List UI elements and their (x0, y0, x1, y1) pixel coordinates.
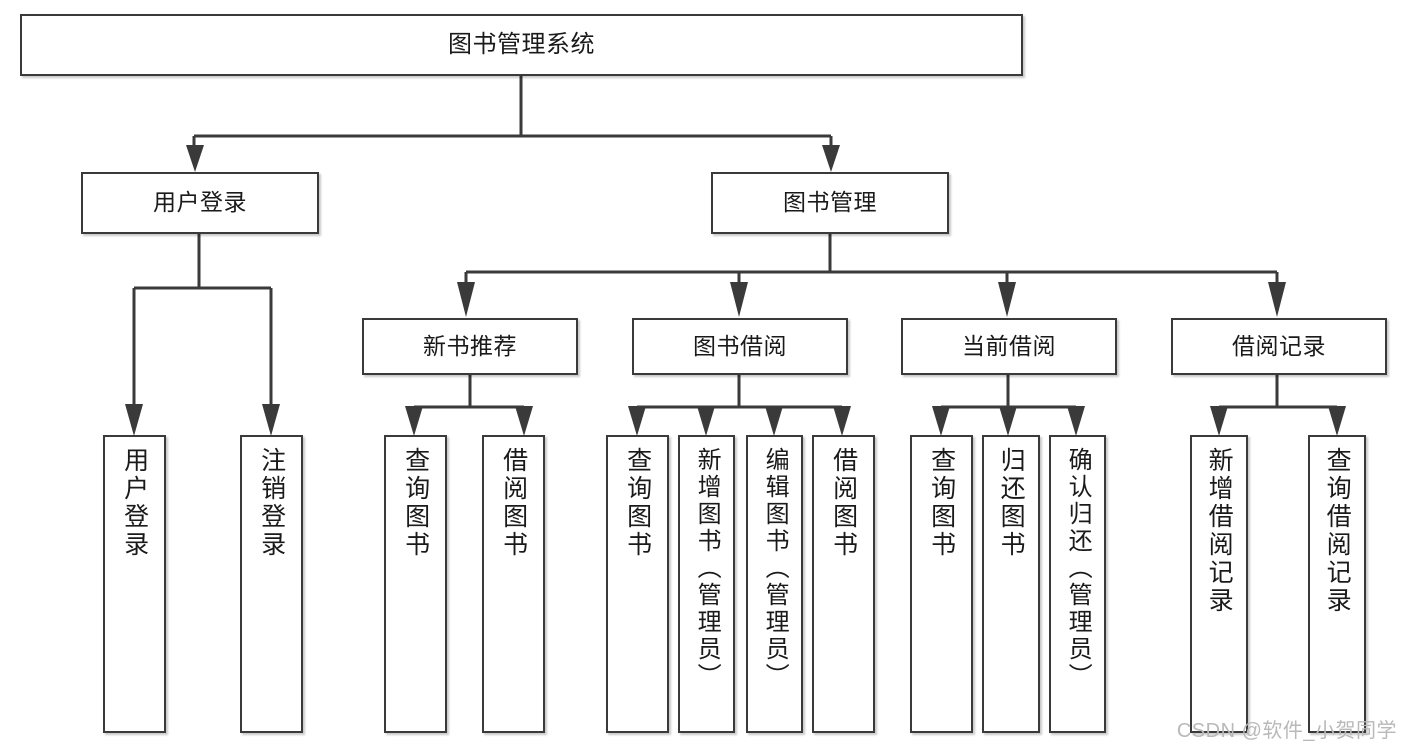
node-label: 图书管理系统 (448, 30, 595, 58)
leaf-query-borrow-record[interactable]: 查询借阅记录 (1308, 435, 1366, 733)
watermark-text: CSDN @软件_小贺同学 (1176, 720, 1397, 742)
leaf-query-book-borrow[interactable]: 查询图书 (606, 435, 669, 733)
leaf-borrow-book-new-recommend[interactable]: 借阅图书 (482, 435, 545, 733)
leaf-borrow-book-borrow[interactable]: 借阅图书 (812, 435, 875, 733)
node-label: 查询图书 (401, 447, 430, 559)
node-new-book-recommend[interactable]: 新书推荐 (362, 318, 578, 375)
leaf-query-book-new-recommend[interactable]: 查询图书 (384, 435, 447, 733)
node-label: 新增借阅记录 (1205, 447, 1234, 615)
node-label: 新增图书（管理员） (693, 447, 721, 690)
node-label: 归还图书 (997, 447, 1026, 559)
node-label: 编辑图书（管理员） (761, 447, 789, 690)
node-root-book-management-system[interactable]: 图书管理系统 (20, 14, 1023, 76)
node-label: 查询借阅记录 (1323, 447, 1352, 615)
node-label: 新书推荐 (423, 332, 517, 359)
node-label: 注销登录 (257, 447, 286, 559)
node-book-borrow[interactable]: 图书借阅 (632, 318, 848, 375)
leaf-return-book[interactable]: 归还图书 (982, 435, 1040, 733)
node-user-login[interactable]: 用户登录 (81, 172, 319, 234)
leaf-edit-book-admin[interactable]: 编辑图书（管理员） (746, 435, 803, 733)
leaf-add-book-admin[interactable]: 新增图书（管理员） (678, 435, 735, 733)
leaf-add-borrow-record[interactable]: 新增借阅记录 (1190, 435, 1248, 733)
node-label: 借阅图书 (499, 447, 528, 559)
leaf-query-book-current[interactable]: 查询图书 (910, 435, 973, 733)
node-label: 查询图书 (927, 447, 956, 559)
node-label: 借阅图书 (829, 447, 858, 559)
node-label: 用户登录 (120, 447, 149, 559)
node-label: 用户登录 (153, 189, 247, 216)
leaf-confirm-return-admin[interactable]: 确认归还（管理员） (1049, 435, 1106, 733)
node-current-borrow[interactable]: 当前借阅 (901, 318, 1117, 375)
node-label: 图书管理 (783, 189, 877, 216)
leaf-logout-login[interactable]: 注销登录 (240, 435, 303, 733)
node-label: 借阅记录 (1232, 332, 1326, 359)
node-label: 查询图书 (623, 447, 652, 559)
node-book-management[interactable]: 图书管理 (711, 172, 949, 234)
node-label: 确认归还（管理员） (1064, 447, 1092, 690)
leaf-user-login[interactable]: 用户登录 (103, 435, 166, 733)
node-label: 当前借阅 (962, 332, 1056, 359)
node-label: 图书借阅 (693, 332, 787, 359)
node-borrow-record[interactable]: 借阅记录 (1171, 318, 1387, 375)
